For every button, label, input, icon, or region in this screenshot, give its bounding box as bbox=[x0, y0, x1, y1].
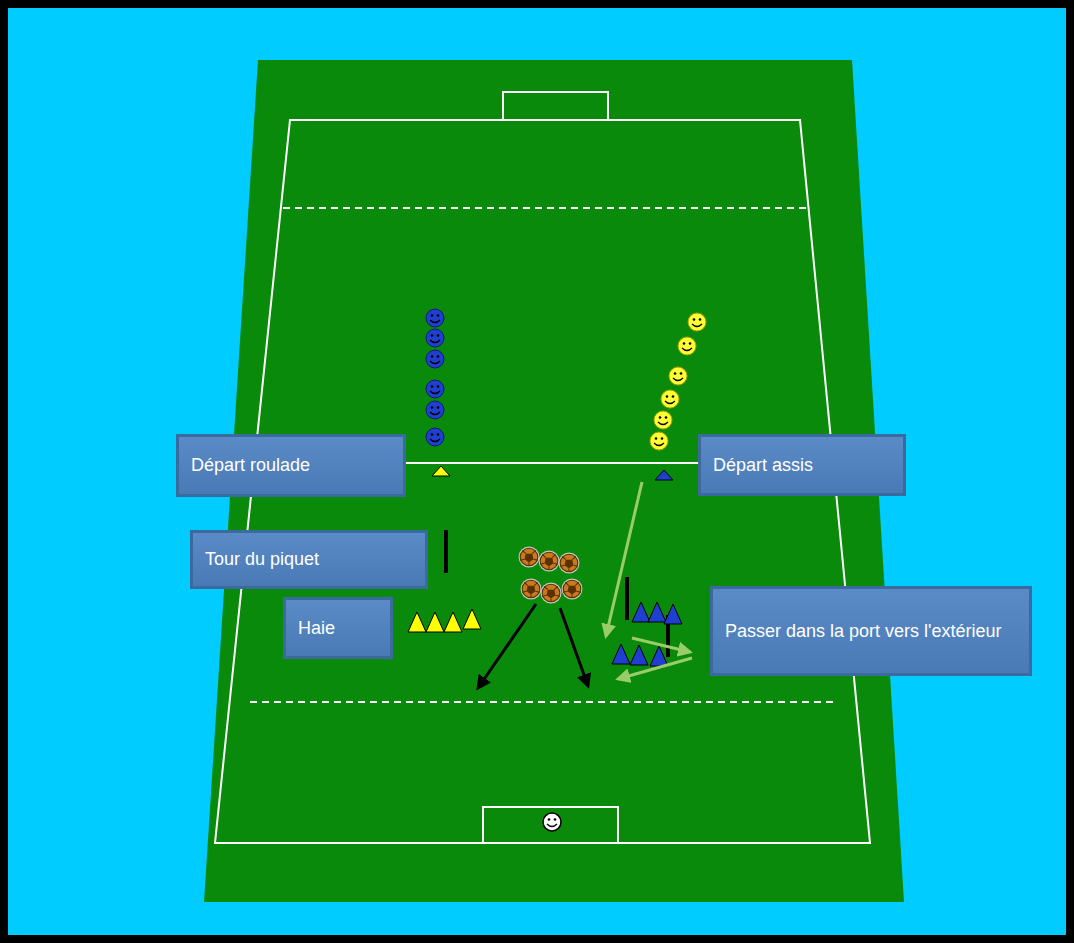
callout-box: Départ roulade bbox=[176, 434, 406, 497]
callout-box: Haie bbox=[283, 597, 393, 659]
box-label: Départ assis bbox=[713, 454, 813, 477]
box-label: Tour du piquet bbox=[205, 548, 319, 571]
callout-box: Passer dans la port vers l'extérieur bbox=[710, 586, 1032, 676]
callout-box: Tour du piquet bbox=[190, 530, 428, 589]
box-label: Départ roulade bbox=[191, 454, 310, 477]
box-label: Haie bbox=[298, 617, 335, 640]
callout-box: Départ assis bbox=[698, 434, 906, 496]
box-label: Passer dans la port vers l'extérieur bbox=[725, 620, 1002, 643]
